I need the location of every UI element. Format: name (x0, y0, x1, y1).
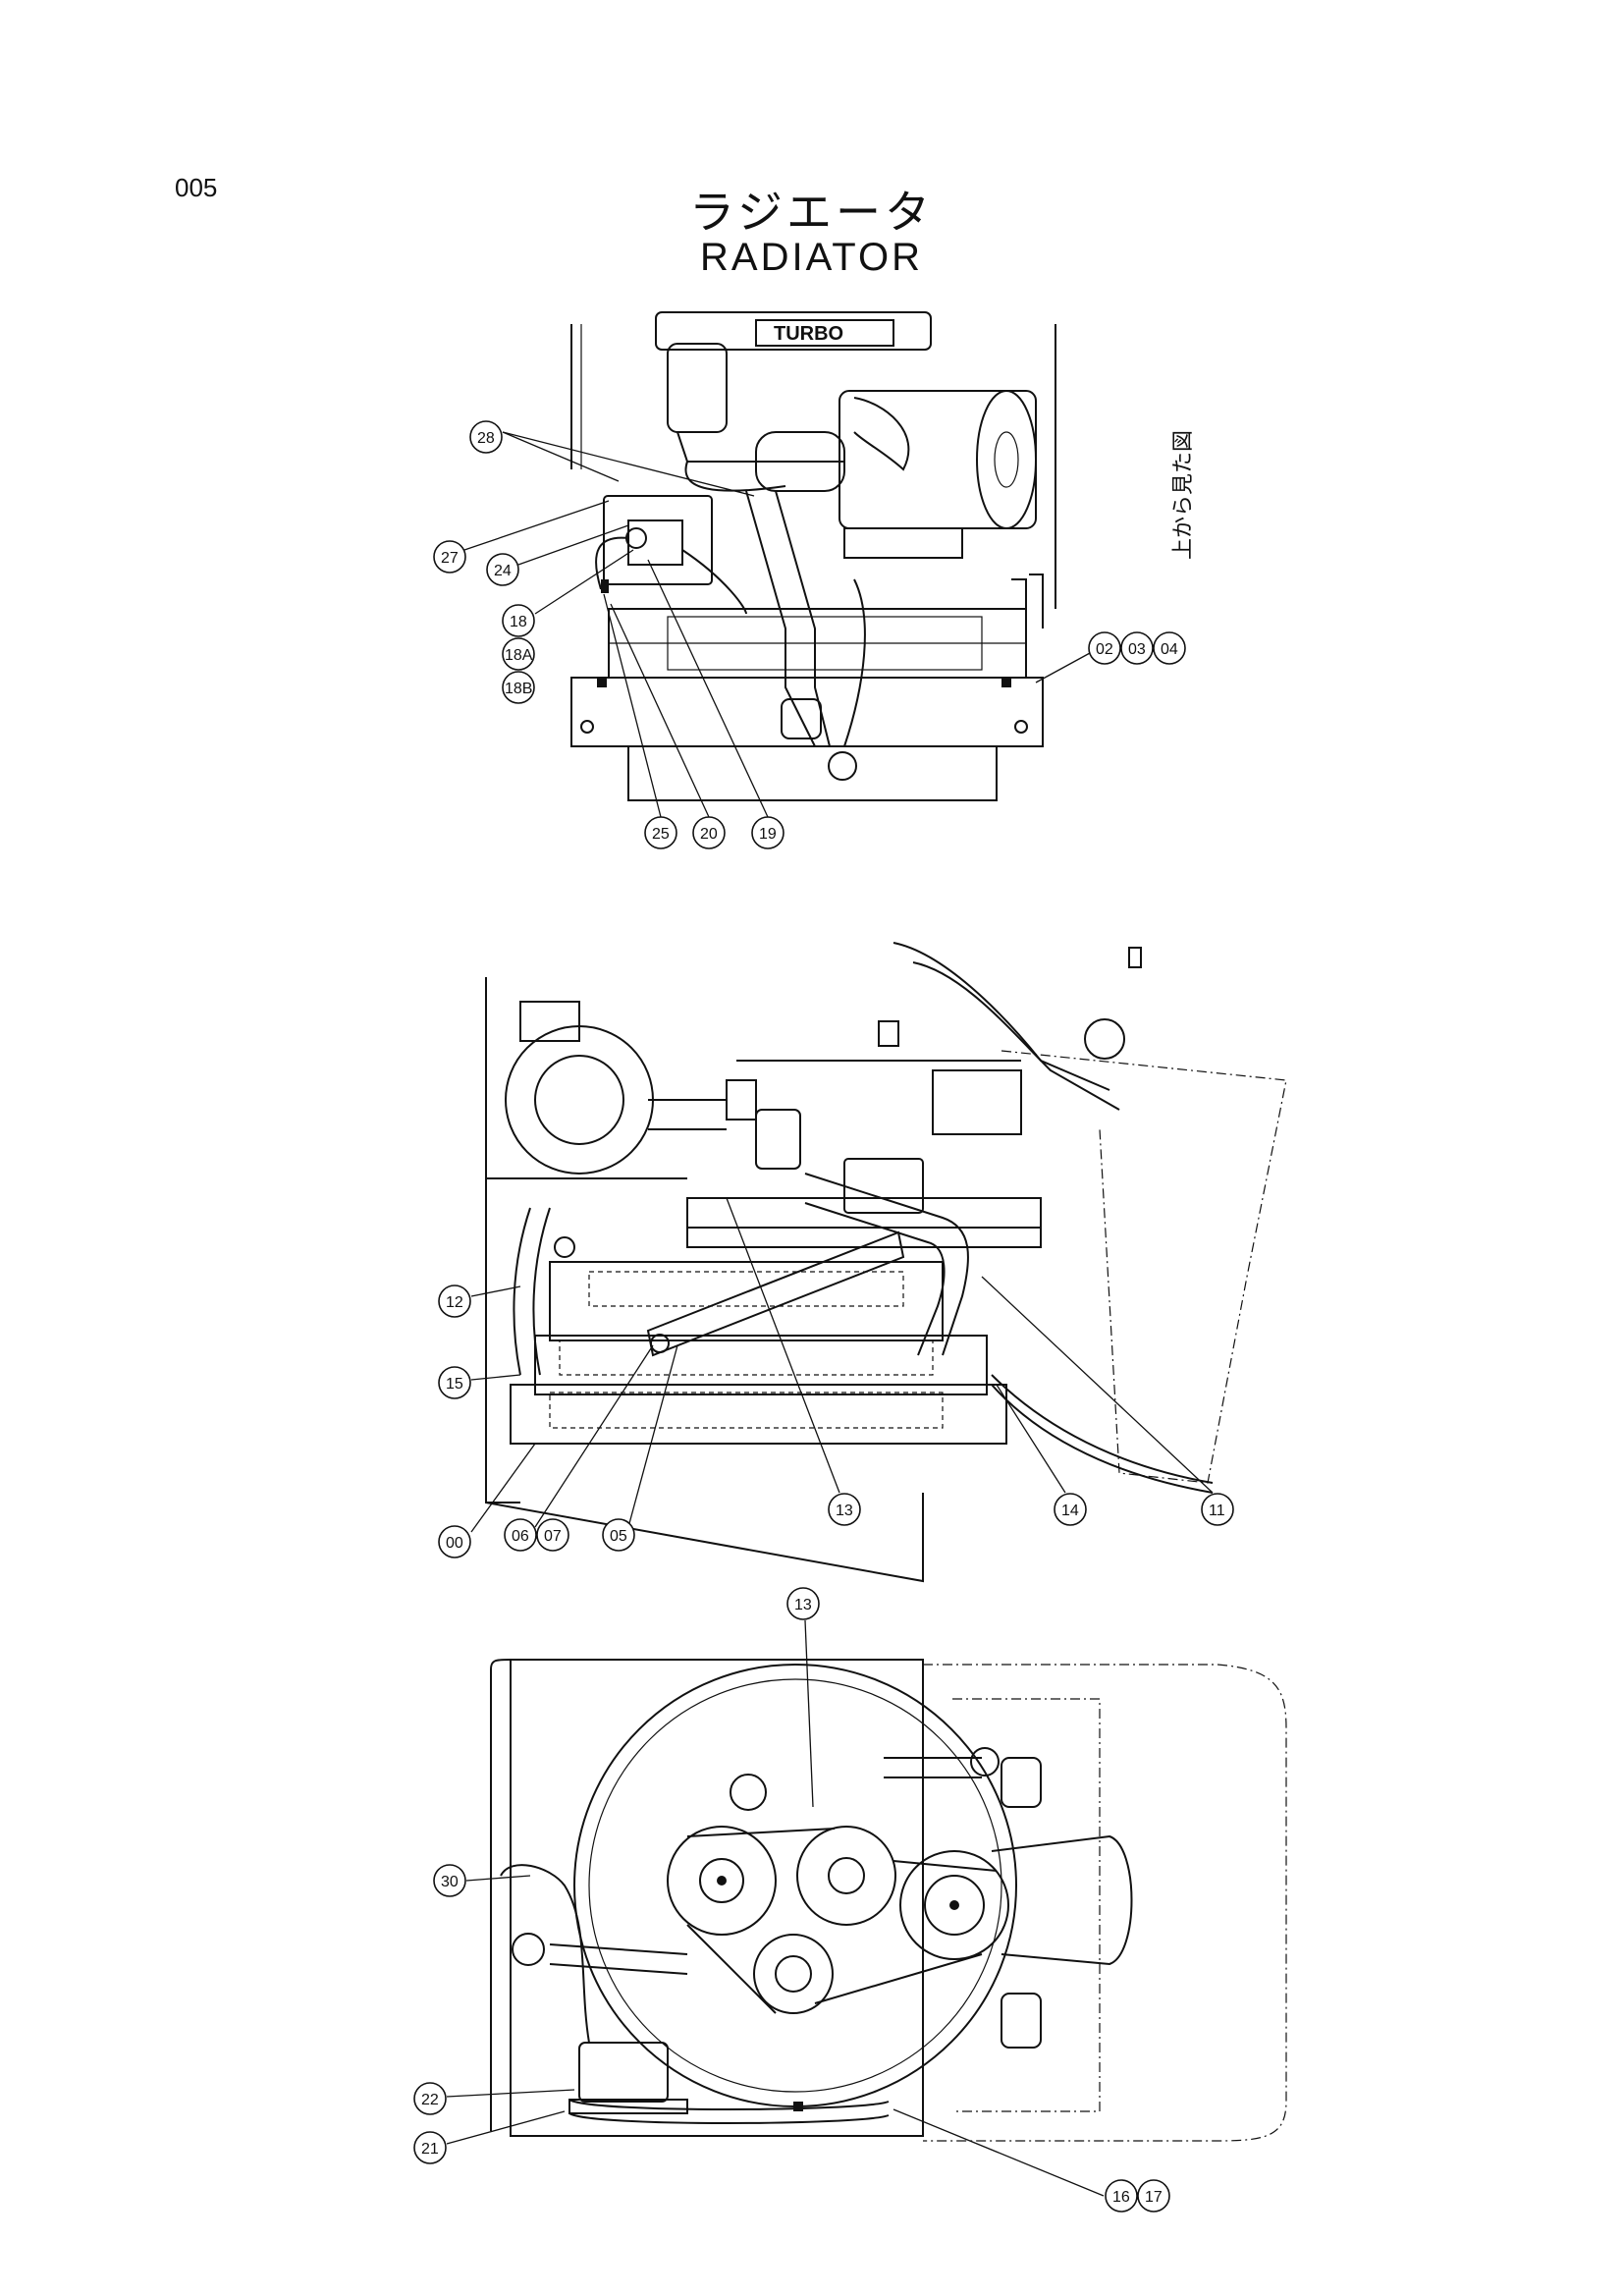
svg-text:24: 24 (494, 563, 512, 579)
callout-14: 14 (1054, 1493, 1087, 1526)
svg-text:03: 03 (1128, 641, 1146, 658)
callout-12: 12 (438, 1285, 471, 1318)
svg-text:19: 19 (759, 826, 777, 843)
svg-text:13: 13 (794, 1597, 812, 1613)
svg-text:18B: 18B (505, 681, 532, 697)
callout-16: 16 (1105, 2179, 1138, 2213)
top-view-callouts: 28 27 24 18 18A 18B 25 20 19 02 03 04 (433, 420, 1186, 849)
callout-24: 24 (486, 553, 519, 586)
callout-20: 20 (692, 816, 726, 849)
svg-text:30: 30 (441, 1874, 459, 1890)
side-view-callouts: 12 15 00 06 07 05 13 14 11 (438, 1197, 1234, 1558)
callout-07: 07 (536, 1518, 569, 1552)
callout-25: 25 (644, 816, 677, 849)
callout-00: 00 (438, 1525, 471, 1558)
callout-11: 11 (1201, 1493, 1234, 1526)
svg-text:21: 21 (421, 2141, 439, 2158)
callout-22: 22 (413, 2082, 447, 2115)
title-japanese: ラジエータ (688, 186, 935, 239)
front-view-drawing (490, 1659, 1287, 2142)
svg-text:12: 12 (446, 1294, 463, 1311)
svg-text:04: 04 (1161, 641, 1178, 658)
callout-03: 03 (1120, 631, 1154, 665)
svg-text:20: 20 (700, 826, 718, 843)
page-number: 005 (175, 173, 218, 202)
svg-text:18: 18 (510, 614, 527, 630)
svg-text:16: 16 (1112, 2189, 1130, 2206)
svg-text:00: 00 (446, 1535, 463, 1552)
callout-18: 18 (502, 604, 535, 637)
svg-text:05: 05 (610, 1528, 627, 1545)
callout-04: 04 (1153, 631, 1186, 665)
svg-text:17: 17 (1145, 2189, 1163, 2206)
title-english: RADIATOR (700, 236, 923, 279)
svg-text:15: 15 (446, 1376, 463, 1393)
svg-text:27: 27 (441, 550, 459, 567)
callout-06: 06 (504, 1518, 537, 1552)
callout-28: 28 (469, 420, 503, 454)
callout-18b: 18B (502, 671, 535, 704)
view-note: 上から見た図 (1171, 430, 1196, 560)
front-view-callouts: 13 30 22 21 16 17 (413, 1587, 1170, 2213)
svg-text:18A: 18A (505, 647, 533, 664)
svg-text:11: 11 (1209, 1503, 1225, 1519)
svg-text:07: 07 (544, 1528, 562, 1545)
svg-text:25: 25 (652, 826, 670, 843)
svg-text:14: 14 (1061, 1503, 1079, 1519)
svg-text:13: 13 (836, 1503, 853, 1519)
svg-text:28: 28 (477, 430, 495, 447)
callout-05: 05 (602, 1518, 635, 1552)
svg-text:06: 06 (512, 1528, 529, 1545)
callout-13-front: 13 (786, 1587, 820, 1620)
top-view-drawing: TURBO (570, 311, 1056, 801)
callout-19: 19 (751, 816, 784, 849)
callout-17: 17 (1137, 2179, 1170, 2213)
callout-21: 21 (413, 2131, 447, 2164)
turbo-label: TURBO (774, 323, 843, 345)
callout-30: 30 (433, 1864, 466, 1897)
callout-13-side: 13 (828, 1493, 861, 1526)
callout-18a: 18A (502, 637, 535, 671)
svg-text:22: 22 (421, 2092, 439, 2108)
callout-02: 02 (1088, 631, 1121, 665)
side-view-drawing (485, 942, 1287, 1583)
svg-text:02: 02 (1096, 641, 1113, 658)
callout-15: 15 (438, 1366, 471, 1399)
callout-27: 27 (433, 540, 466, 574)
